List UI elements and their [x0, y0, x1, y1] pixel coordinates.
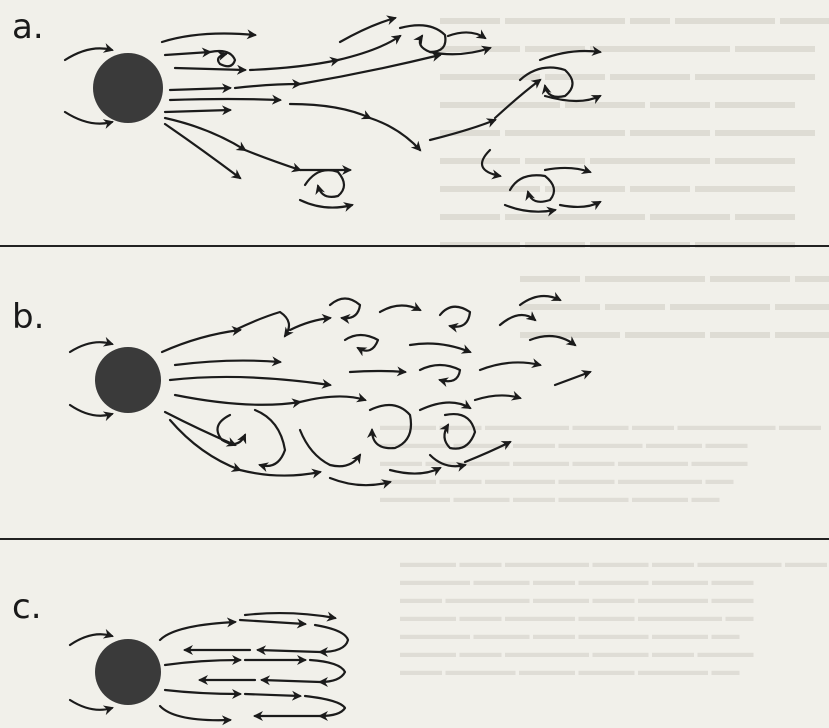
panel-c-flow [70, 613, 348, 720]
panel-a-flow [65, 18, 600, 212]
panel-b-flow [70, 296, 590, 485]
panel-b-cylinder [95, 347, 161, 413]
panel-a-cylinder [93, 53, 163, 123]
panel-c-cylinder [95, 639, 161, 705]
